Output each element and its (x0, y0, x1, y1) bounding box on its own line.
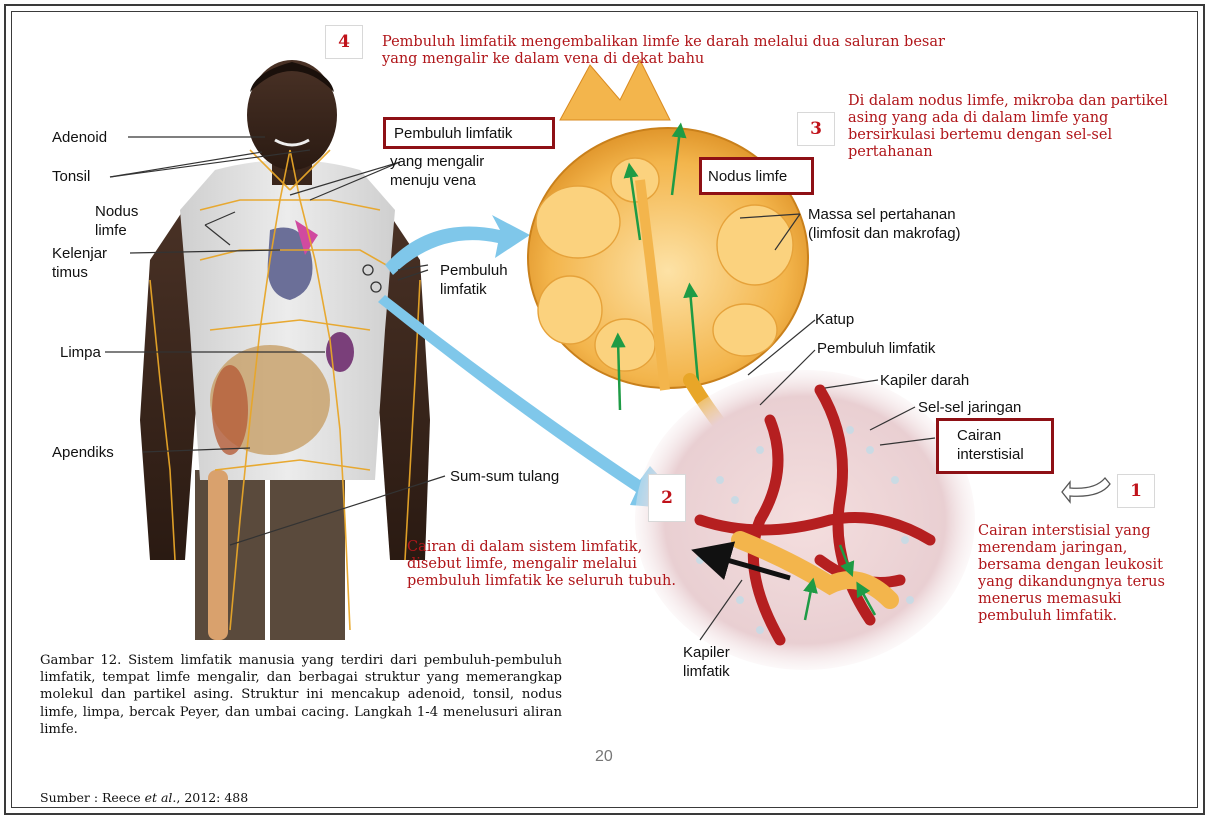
boxed-label-cairan-interstisial: Cairan interstisial (936, 418, 1054, 474)
lymph-node (528, 60, 808, 410)
label-pembuluh-mengalir: yang mengalir menuju vena (390, 152, 484, 190)
source-suffix: , 2012: 488 (176, 790, 248, 805)
label-pembuluh-body-line2: limfatik (440, 280, 508, 299)
label-massa-line1: Massa sel pertahanan (808, 205, 961, 224)
source-etal: et al. (145, 790, 177, 805)
figure-source: Sumber : Reece et al., 2012: 488 (40, 790, 248, 805)
label-nodus-limfe: Nodus limfe (95, 202, 138, 240)
label-sumsum-tulang: Sum-sum tulang (450, 467, 559, 486)
label-kelenjar-timus: Kelenjar timus (52, 244, 107, 282)
label-pembuluh-line3: menuju vena (390, 171, 484, 190)
label-cairan-line1: Cairan (957, 426, 1051, 445)
step-3-text: Di dalam nodus limfe, mikroba dan partik… (848, 93, 1178, 161)
step-1-text: Cairan interstisial yang merendam jaring… (978, 523, 1183, 625)
label-apendiks: Apendiks (52, 443, 114, 462)
label-kelenjar-line2: timus (52, 263, 107, 282)
step-1-number: 1 (1117, 474, 1155, 508)
label-kapiler-limfatik-line1: Kapiler (683, 643, 730, 662)
label-pembuluh-line2: yang mengalir (390, 152, 484, 171)
label-kapiler-limfatik-line2: limfatik (683, 662, 730, 681)
label-cairan-line2: interstisial (957, 445, 1051, 464)
curved-arrow-icon (1062, 478, 1110, 502)
step-4-text: Pembuluh limfatik mengembalikan limfe ke… (382, 34, 982, 68)
label-kelenjar-line1: Kelenjar (52, 244, 107, 263)
label-nodus-line1: Nodus (95, 202, 138, 221)
step-2-number: 2 (648, 474, 686, 522)
step-2-text: Cairan di dalam sistem limfatik, disebut… (407, 539, 697, 590)
label-limpa: Limpa (60, 343, 101, 362)
label-sel-jaringan: Sel-sel jaringan (918, 398, 1021, 417)
label-kapiler-darah: Kapiler darah (880, 371, 969, 390)
step-4-number: 4 (325, 25, 363, 59)
step-3-number: 3 (797, 112, 835, 146)
label-katup: Katup (815, 310, 854, 329)
label-massa-line2: (limfosit dan makrofag) (808, 224, 961, 243)
label-tonsil: Tonsil (52, 167, 90, 186)
boxed-label-nodus-limfe: Nodus limfe (699, 157, 814, 195)
label-kapiler-limfatik: Kapiler limfatik (683, 643, 730, 681)
label-pembuluh-limfatik-right: Pembuluh limfatik (817, 339, 935, 358)
label-pembuluh-limfatik-body: Pembuluh limfatik (440, 261, 508, 299)
source-prefix: Sumber : Reece (40, 790, 145, 805)
figure-caption: Gambar 12. Sistem limfatik manusia yang … (40, 652, 562, 738)
label-massa-sel: Massa sel pertahanan (limfosit dan makro… (808, 205, 961, 243)
label-adenoid: Adenoid (52, 128, 107, 147)
label-pembuluh-body-line1: Pembuluh (440, 261, 508, 280)
page-number: 20 (595, 748, 613, 766)
boxed-label-pembuluh-limfatik: Pembuluh limfatik (383, 117, 555, 149)
label-nodus-line2: limfe (95, 221, 138, 240)
